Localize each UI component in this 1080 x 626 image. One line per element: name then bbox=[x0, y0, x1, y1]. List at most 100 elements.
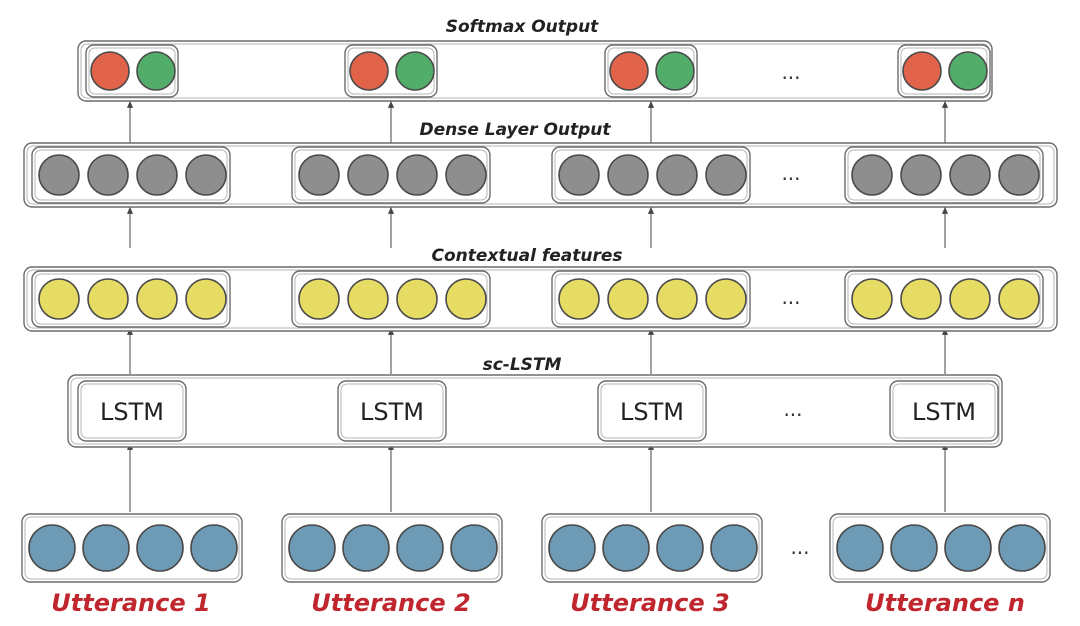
input-group-2-node-2 bbox=[342, 524, 390, 572]
dense-layer-title: Dense Layer Output bbox=[419, 120, 611, 140]
contextual-group-4-inner bbox=[847, 273, 1041, 325]
lstm-cell-3-inner bbox=[600, 383, 704, 439]
lstm-cell-label-1: LSTM bbox=[100, 398, 164, 426]
softmax-group-2-node-2 bbox=[395, 51, 435, 91]
input-group-1-node-4 bbox=[190, 524, 238, 572]
softmax-group-1-node-2 bbox=[136, 51, 176, 91]
contextual-group-4-node-3 bbox=[949, 278, 991, 320]
softmax-output-layer bbox=[77, 40, 993, 102]
sc-lstm-title: sc-LSTM bbox=[483, 355, 562, 375]
dense-group-2-node-3 bbox=[396, 154, 438, 196]
input-group-1-node-3 bbox=[136, 524, 184, 572]
contextual-group-4-node-1 bbox=[851, 278, 893, 320]
dense-group-2-node-4 bbox=[445, 154, 487, 196]
dense-group-1-node-1 bbox=[38, 154, 80, 196]
softmax-group-3-node-1 bbox=[609, 51, 649, 91]
input-group-2-inner bbox=[284, 516, 500, 580]
utterance-label-3: Utterance 3 bbox=[570, 589, 729, 617]
dense-group-3-node-3 bbox=[656, 154, 698, 196]
dense-group-2-node-2 bbox=[347, 154, 389, 196]
dense-group-4-node-3 bbox=[949, 154, 991, 196]
input-group-3-node-1 bbox=[548, 524, 596, 572]
input-group-2-node-4 bbox=[450, 524, 498, 572]
input-ellipsis: ... bbox=[790, 535, 809, 559]
dense-group-1-inner bbox=[34, 149, 228, 201]
dense-group-4-node-4 bbox=[998, 154, 1040, 196]
dense-group-4 bbox=[844, 146, 1044, 204]
lstm-cell-label-4: LSTM bbox=[912, 398, 976, 426]
contextual-group-1-inner bbox=[34, 273, 228, 325]
lstm-cell-2 bbox=[337, 380, 447, 442]
softmax-outer-box bbox=[77, 40, 993, 102]
dense-layer-output bbox=[23, 142, 1058, 208]
input-group-1 bbox=[21, 513, 243, 583]
contextual-group-1-node-3 bbox=[136, 278, 178, 320]
dense-group-4-node-1 bbox=[851, 154, 893, 196]
input-group-4-node-3 bbox=[944, 524, 992, 572]
input-group-4-node-1 bbox=[836, 524, 884, 572]
dense-group-1-node-3 bbox=[136, 154, 178, 196]
sc-lstm-layer: LSTM LSTM LSTM LSTM bbox=[67, 374, 1003, 448]
dense-group-1-node-2 bbox=[87, 154, 129, 196]
softmax-ellipsis: ... bbox=[781, 60, 800, 84]
input-group-1-node-1 bbox=[28, 524, 76, 572]
lstm-cell-1-inner bbox=[80, 383, 184, 439]
sc-lstm-outer-box-inner bbox=[70, 377, 1000, 445]
lstm-cell-1 bbox=[77, 380, 187, 442]
input-group-3-node-3 bbox=[656, 524, 704, 572]
dense-group-3-inner bbox=[554, 149, 748, 201]
utterance-label-1: Utterance 1 bbox=[51, 589, 210, 617]
lstm-ellipsis: ... bbox=[783, 397, 802, 421]
utterance-label-2: Utterance 2 bbox=[311, 589, 470, 617]
lstm-cell-label-2: LSTM bbox=[360, 398, 424, 426]
contextual-group-4 bbox=[844, 270, 1044, 328]
softmax-group-4-node-2 bbox=[948, 51, 988, 91]
dense-group-2-inner bbox=[294, 149, 488, 201]
dense-outer-box bbox=[23, 142, 1058, 208]
softmax-group-2-node-1 bbox=[349, 51, 389, 91]
contextual-outer-box-inner bbox=[26, 269, 1055, 329]
softmax-output-title: Softmax Output bbox=[446, 17, 599, 37]
contextual-group-2-node-3 bbox=[396, 278, 438, 320]
dense-group-4-node-2 bbox=[900, 154, 942, 196]
dense-group-2 bbox=[291, 146, 491, 204]
softmax-group-4-node-1 bbox=[902, 51, 942, 91]
contextual-group-2-node-2 bbox=[347, 278, 389, 320]
input-group-2-node-1 bbox=[288, 524, 336, 572]
lstm-cell-label-3: LSTM bbox=[620, 398, 684, 426]
softmax-group-3-node-2 bbox=[655, 51, 695, 91]
contextual-group-3-inner bbox=[554, 273, 748, 325]
lstm-cell-4-inner bbox=[892, 383, 996, 439]
contextual-group-3-node-4 bbox=[705, 278, 747, 320]
contextual-group-1 bbox=[31, 270, 231, 328]
dense-group-1-node-4 bbox=[185, 154, 227, 196]
input-group-2-node-3 bbox=[396, 524, 444, 572]
input-group-4 bbox=[829, 513, 1051, 583]
contextual-group-1-node-2 bbox=[87, 278, 129, 320]
contextual-group-1-node-1 bbox=[38, 278, 80, 320]
contextual-group-2 bbox=[291, 270, 491, 328]
utterance-label-n: Utterance n bbox=[865, 589, 1025, 617]
input-group-2 bbox=[281, 513, 503, 583]
lstm-cell-3 bbox=[597, 380, 707, 442]
contextual-features-layer bbox=[23, 266, 1058, 332]
contextual-ellipsis: ... bbox=[781, 285, 800, 309]
contextual-features-title: Contextual features bbox=[432, 246, 623, 266]
contextual-outer-box bbox=[23, 266, 1058, 332]
dense-outer-box-inner bbox=[26, 145, 1055, 205]
contextual-group-1-node-4 bbox=[185, 278, 227, 320]
input-group-3-node-2 bbox=[602, 524, 650, 572]
sc-lstm-outer-box bbox=[67, 374, 1003, 448]
input-group-4-inner bbox=[832, 516, 1048, 580]
contextual-group-3-node-3 bbox=[656, 278, 698, 320]
dense-group-2-node-1 bbox=[298, 154, 340, 196]
dense-group-3 bbox=[551, 146, 751, 204]
contextual-group-3-node-2 bbox=[607, 278, 649, 320]
input-group-1-node-2 bbox=[82, 524, 130, 572]
contextual-group-2-node-4 bbox=[445, 278, 487, 320]
contextual-group-2-node-1 bbox=[298, 278, 340, 320]
lstm-cell-2-inner bbox=[340, 383, 444, 439]
dense-group-1 bbox=[31, 146, 231, 204]
utterance-input-layer bbox=[21, 513, 1051, 583]
